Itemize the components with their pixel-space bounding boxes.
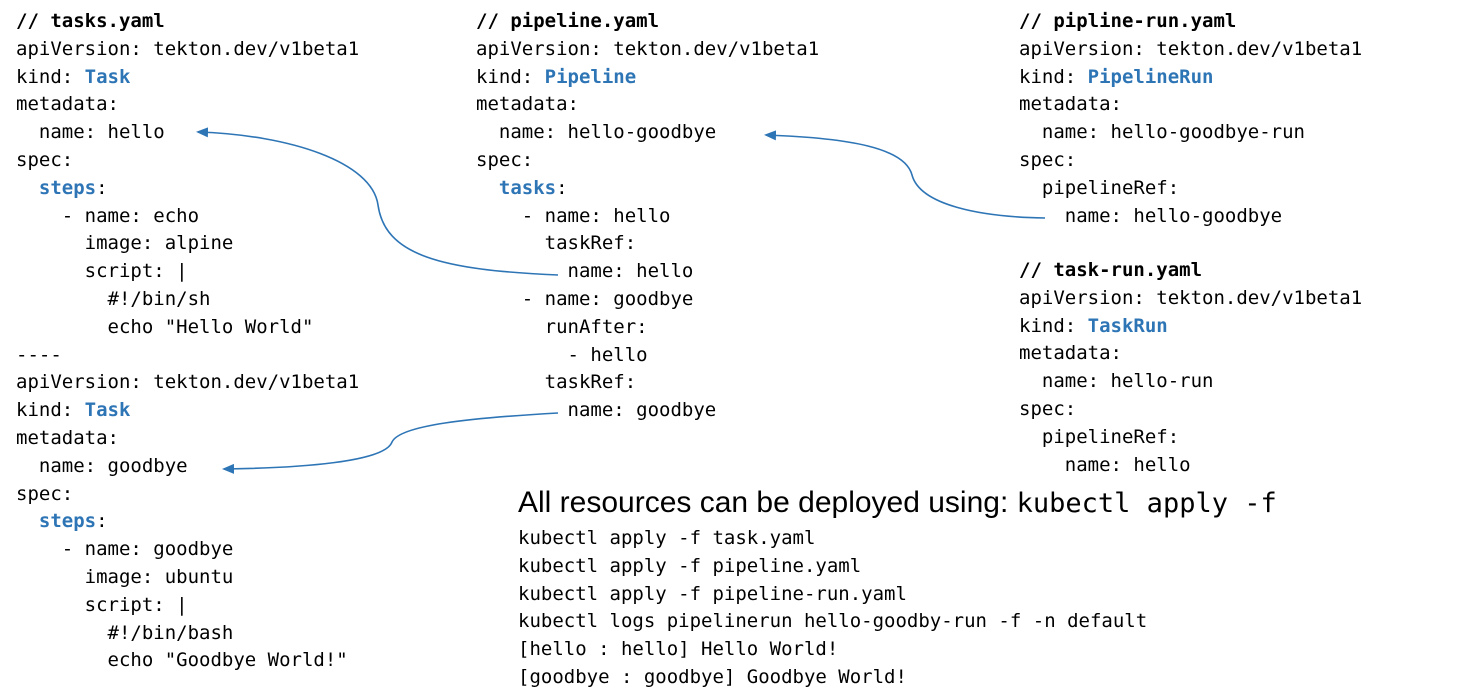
code-text [16,510,39,532]
code-line: name: hello [16,121,165,144]
code-line: apiVersion: tekton.dev/v1beta1 [1019,286,1363,309]
code-line: taskRef: [476,232,637,255]
code-line: script: | [16,260,188,283]
code-line: name: hello [1019,453,1191,476]
code-line: apiVersion: tekton.dev/v1beta1 [476,37,820,60]
code-line: metadata: [476,93,579,116]
code-line: kind: TaskRun [1019,313,1362,341]
code-line: metadata: [1019,93,1122,116]
yaml-keyword: steps [38,510,97,533]
code-text: : [96,510,108,533]
code-line: name: hello-goodbye [476,121,717,144]
code-line: kind: PipelineRun [1019,64,1362,92]
deploy-heading-text: All resources can be deployed using: [518,486,1017,519]
pipeline-run-yaml-block: // pipline-run.yaml apiVersion: tekton.de… [1019,8,1362,230]
code-line: ---- [16,343,62,366]
code-line: metadata: [16,426,119,449]
code-text: kind: [16,399,85,422]
code-line: - hello [476,343,648,366]
command-line: [hello : hello] Hello World! [518,638,839,661]
command-line: kubectl apply -f pipeline-run.yaml [518,582,907,605]
deploy-command-lines: kubectl apply -f task.yaml kubectl apply … [518,525,1277,692]
code-line: name: goodbye [476,399,717,422]
task-run-yaml-block: // task-run.yaml apiVersion: tekton.dev/v… [1019,257,1362,479]
code-line: apiVersion: tekton.dev/v1beta1 [16,37,360,60]
code-line: name: hello [476,260,694,283]
code-line: script: | [16,593,188,616]
code-text: : [96,176,108,199]
code-text: : [556,176,568,199]
code-line: apiVersion: tekton.dev/v1beta1 [16,371,360,394]
code-line: steps: [16,175,359,203]
command-line: kubectl apply -f task.yaml [518,527,816,549]
yaml-keyword: Pipeline [544,65,637,88]
command-line: kubectl logs pipelinerun hello-goodby-ru… [518,610,1148,633]
code-line: spec: [476,148,534,171]
code-line: image: ubuntu [16,565,234,588]
code-line: metadata: [16,93,119,116]
file-title: // tasks.yaml [16,10,165,32]
code-text [476,177,499,199]
deploy-instructions: All resources can be deployed using: kub… [518,483,1277,692]
yaml-keyword: steps [38,176,97,199]
code-text: kind: [16,65,85,88]
code-line: name: hello-goodbye-run [1019,121,1305,144]
code-line: pipelineRef: [1019,425,1180,448]
code-line: kind: Pipeline [476,64,819,92]
code-line: name: hello-goodbye [1019,204,1283,227]
code-line: metadata: [1019,342,1122,365]
code-line: apiVersion: tekton.dev/v1beta1 [1019,37,1363,60]
yaml-keyword: Task [84,399,131,422]
code-line: name: hello-run [1019,370,1214,393]
code-line: taskRef: [476,371,637,394]
code-line: pipelineRef: [1019,176,1180,199]
code-line: spec: [16,482,74,505]
code-line: - name: hello [476,204,671,227]
code-line: steps: [16,508,359,536]
code-text: kind: [476,65,545,88]
yaml-keyword: TaskRun [1087,314,1168,337]
file-title: // pipline-run.yaml [1019,10,1237,32]
yaml-keyword: tasks [498,176,557,199]
code-line: spec: [1019,397,1077,420]
code-text: kind: [1019,314,1088,337]
code-line: tasks: [476,175,819,203]
code-line: - name: echo [16,204,200,227]
deploy-heading-command: kubectl apply -f [1016,488,1277,519]
yaml-keyword: Task [84,65,131,88]
pipeline-yaml-block: // pipeline.yaml apiVersion: tekton.dev/v… [476,8,819,425]
tasks-yaml-block: // tasks.yaml apiVersion: tekton.dev/v1be… [16,8,359,675]
code-line: kind: Task [16,397,359,425]
code-line: - name: goodbye [476,287,694,310]
deploy-heading: All resources can be deployed using: kub… [518,483,1277,523]
code-line: echo "Goodbye World!" [16,649,348,672]
command-line: kubectl apply -f pipeline.yaml [518,554,862,577]
code-line: name: goodbye [16,454,188,477]
code-line: echo "Hello World" [16,315,314,338]
code-line: runAfter: [476,315,648,338]
code-text [16,177,39,199]
code-line: image: alpine [16,232,234,255]
code-line: #!/bin/sh [16,287,211,310]
command-line: [goodbye : goodbye] Goodbye World! [518,665,907,688]
yaml-keyword: PipelineRun [1087,65,1214,88]
code-text: kind: [1019,65,1088,88]
code-line: - name: goodbye [16,538,234,561]
code-line: spec: [1019,148,1077,171]
code-line: #!/bin/bash [16,621,234,644]
code-line: spec: [16,148,74,171]
file-title: // pipeline.yaml [476,10,660,32]
code-line: kind: Task [16,64,359,92]
file-title: // task-run.yaml [1019,259,1203,281]
